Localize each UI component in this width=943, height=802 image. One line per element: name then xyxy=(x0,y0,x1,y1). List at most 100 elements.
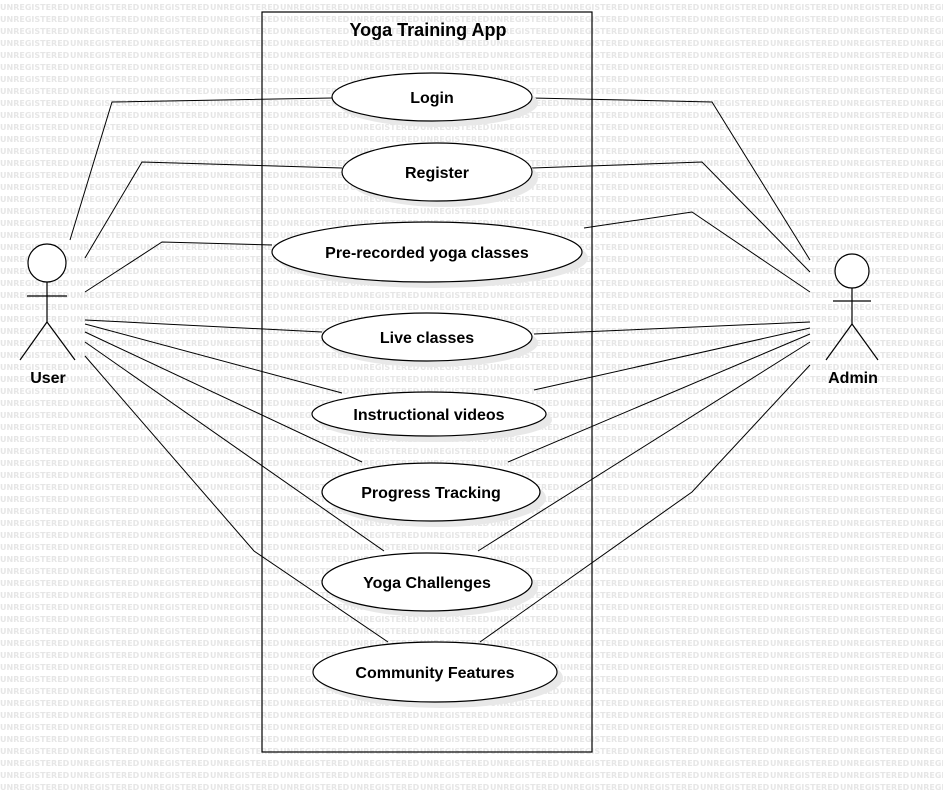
svg-text:UNREGISTERED: UNREGISTERED xyxy=(910,63,943,72)
svg-text:UNREGISTERED: UNREGISTERED xyxy=(210,699,280,708)
svg-text:UNREGISTERED: UNREGISTERED xyxy=(210,495,280,504)
svg-text:UNREGISTERED: UNREGISTERED xyxy=(840,507,910,516)
use-case-register[interactable]: Register xyxy=(341,142,538,207)
svg-text:UNREGISTERED: UNREGISTERED xyxy=(700,327,770,336)
svg-text:UNREGISTERED: UNREGISTERED xyxy=(350,771,420,780)
svg-text:UNREGISTERED: UNREGISTERED xyxy=(910,147,943,156)
svg-text:UNREGISTERED: UNREGISTERED xyxy=(630,363,700,372)
svg-text:UNREGISTERED: UNREGISTERED xyxy=(0,147,70,156)
svg-text:UNREGISTERED: UNREGISTERED xyxy=(630,267,700,276)
svg-text:UNREGISTERED: UNREGISTERED xyxy=(350,459,420,468)
svg-text:UNREGISTERED: UNREGISTERED xyxy=(700,447,770,456)
svg-text:UNREGISTERED: UNREGISTERED xyxy=(700,183,770,192)
svg-text:UNREGISTERED: UNREGISTERED xyxy=(770,579,840,588)
svg-text:UNREGISTERED: UNREGISTERED xyxy=(910,507,943,516)
svg-text:UNREGISTERED: UNREGISTERED xyxy=(140,579,210,588)
svg-text:UNREGISTERED: UNREGISTERED xyxy=(770,291,840,300)
use-case-community[interactable]: Community Features xyxy=(312,641,563,708)
svg-text:UNREGISTERED: UNREGISTERED xyxy=(630,63,700,72)
admin-stick-figure-head-icon xyxy=(834,253,870,289)
svg-text:UNREGISTERED: UNREGISTERED xyxy=(210,171,280,180)
svg-text:UNREGISTERED: UNREGISTERED xyxy=(630,399,700,408)
svg-text:UNREGISTERED: UNREGISTERED xyxy=(630,699,700,708)
svg-text:UNREGISTERED: UNREGISTERED xyxy=(210,339,280,348)
svg-text:UNREGISTERED: UNREGISTERED xyxy=(560,207,630,216)
use-case-challenges[interactable]: Yoga Challenges xyxy=(321,552,538,617)
svg-text:UNREGISTERED: UNREGISTERED xyxy=(560,627,630,636)
svg-text:UNREGISTERED: UNREGISTERED xyxy=(840,159,910,168)
actor-admin[interactable] xyxy=(825,253,879,361)
svg-text:UNREGISTERED: UNREGISTERED xyxy=(630,135,700,144)
svg-text:UNREGISTERED: UNREGISTERED xyxy=(910,51,943,60)
svg-text:UNREGISTERED: UNREGISTERED xyxy=(770,771,840,780)
svg-text:UNREGISTERED: UNREGISTERED xyxy=(630,531,700,540)
svg-text:UNREGISTERED: UNREGISTERED xyxy=(280,735,350,744)
svg-text:UNREGISTERED: UNREGISTERED xyxy=(630,663,700,672)
svg-text:UNREGISTERED: UNREGISTERED xyxy=(70,39,140,48)
svg-text:UNREGISTERED: UNREGISTERED xyxy=(210,243,280,252)
svg-text:UNREGISTERED: UNREGISTERED xyxy=(420,303,490,312)
svg-text:UNREGISTERED: UNREGISTERED xyxy=(910,375,943,384)
svg-text:UNREGISTERED: UNREGISTERED xyxy=(630,183,700,192)
svg-text:UNREGISTERED: UNREGISTERED xyxy=(210,123,280,132)
svg-text:UNREGISTERED: UNREGISTERED xyxy=(0,279,70,288)
use-case-prerecorded[interactable]: Pre-recorded yoga classes xyxy=(271,221,588,288)
svg-text:UNREGISTERED: UNREGISTERED xyxy=(560,315,630,324)
svg-text:UNREGISTERED: UNREGISTERED xyxy=(140,399,210,408)
svg-text:UNREGISTERED: UNREGISTERED xyxy=(840,591,910,600)
svg-text:UNREGISTERED: UNREGISTERED xyxy=(770,687,840,696)
svg-text:UNREGISTERED: UNREGISTERED xyxy=(770,723,840,732)
svg-text:UNREGISTERED: UNREGISTERED xyxy=(560,363,630,372)
use-case-videos[interactable]: Instructional videos xyxy=(311,391,552,442)
svg-text:UNREGISTERED: UNREGISTERED xyxy=(0,363,70,372)
svg-text:UNREGISTERED: UNREGISTERED xyxy=(560,375,630,384)
use-case-login[interactable]: Login xyxy=(331,72,538,127)
actor-admin-label: Admin xyxy=(828,370,878,387)
svg-text:UNREGISTERED: UNREGISTERED xyxy=(420,783,490,792)
svg-text:UNREGISTERED: UNREGISTERED xyxy=(280,135,350,144)
svg-text:UNREGISTERED: UNREGISTERED xyxy=(560,183,630,192)
actor-user[interactable] xyxy=(19,243,76,361)
svg-text:UNREGISTERED: UNREGISTERED xyxy=(140,483,210,492)
svg-text:UNREGISTERED: UNREGISTERED xyxy=(700,747,770,756)
svg-text:UNREGISTERED: UNREGISTERED xyxy=(280,315,350,324)
user-live-link xyxy=(84,319,323,333)
svg-text:UNREGISTERED: UNREGISTERED xyxy=(490,39,560,48)
svg-text:UNREGISTERED: UNREGISTERED xyxy=(700,123,770,132)
svg-text:UNREGISTERED: UNREGISTERED xyxy=(420,63,490,72)
svg-text:UNREGISTERED: UNREGISTERED xyxy=(210,663,280,672)
svg-text:UNREGISTERED: UNREGISTERED xyxy=(770,411,840,420)
svg-text:UNREGISTERED: UNREGISTERED xyxy=(770,735,840,744)
svg-text:UNREGISTERED: UNREGISTERED xyxy=(210,351,280,360)
svg-text:UNREGISTERED: UNREGISTERED xyxy=(210,507,280,516)
svg-text:UNREGISTERED: UNREGISTERED xyxy=(140,315,210,324)
svg-text:UNREGISTERED: UNREGISTERED xyxy=(560,531,630,540)
svg-text:UNREGISTERED: UNREGISTERED xyxy=(0,771,70,780)
svg-text:UNREGISTERED: UNREGISTERED xyxy=(280,123,350,132)
svg-text:UNREGISTERED: UNREGISTERED xyxy=(140,723,210,732)
svg-text:UNREGISTERED: UNREGISTERED xyxy=(560,243,630,252)
svg-text:UNREGISTERED: UNREGISTERED xyxy=(420,15,490,24)
svg-text:UNREGISTERED: UNREGISTERED xyxy=(350,51,420,60)
svg-text:UNREGISTERED: UNREGISTERED xyxy=(210,3,280,12)
svg-text:UNREGISTERED: UNREGISTERED xyxy=(140,759,210,768)
svg-text:UNREGISTERED: UNREGISTERED xyxy=(910,303,943,312)
svg-text:UNREGISTERED: UNREGISTERED xyxy=(910,39,943,48)
svg-text:UNREGISTERED: UNREGISTERED xyxy=(0,723,70,732)
svg-text:UNREGISTERED: UNREGISTERED xyxy=(910,615,943,624)
svg-text:UNREGISTERED: UNREGISTERED xyxy=(70,735,140,744)
svg-text:UNREGISTERED: UNREGISTERED xyxy=(700,435,770,444)
use-case-progress[interactable]: Progress Tracking xyxy=(321,462,546,527)
svg-text:UNREGISTERED: UNREGISTERED xyxy=(210,771,280,780)
svg-text:UNREGISTERED: UNREGISTERED xyxy=(140,327,210,336)
svg-text:UNREGISTERED: UNREGISTERED xyxy=(840,411,910,420)
svg-text:UNREGISTERED: UNREGISTERED xyxy=(630,675,700,684)
svg-text:UNREGISTERED: UNREGISTERED xyxy=(910,579,943,588)
svg-text:UNREGISTERED: UNREGISTERED xyxy=(770,399,840,408)
svg-text:UNREGISTERED: UNREGISTERED xyxy=(700,339,770,348)
svg-text:UNREGISTERED: UNREGISTERED xyxy=(840,255,910,264)
svg-text:UNREGISTERED: UNREGISTERED xyxy=(770,519,840,528)
svg-text:UNREGISTERED: UNREGISTERED xyxy=(770,543,840,552)
use-case-live[interactable]: Live classes xyxy=(321,312,538,367)
svg-text:UNREGISTERED: UNREGISTERED xyxy=(700,399,770,408)
